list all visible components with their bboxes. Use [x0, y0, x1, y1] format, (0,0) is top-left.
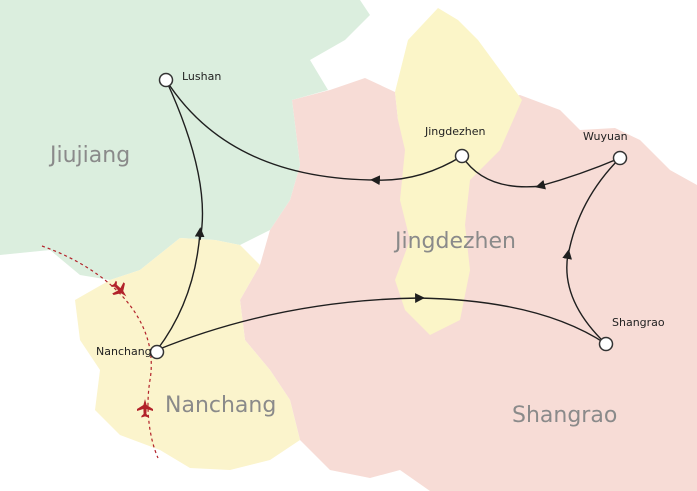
region-label-nanchang: Nanchang [165, 393, 276, 418]
region-jiujiang-area [0, 0, 370, 280]
route-nanchang-to-shangrao [156, 293, 425, 351]
flight-path [41, 245, 159, 459]
city-label-lushan: Lushan [182, 70, 221, 83]
route-wuyuan-to-jingdezhen [535, 157, 621, 190]
city-marker-jingdezhen[interactable] [454, 148, 470, 164]
city-label-wuyuan: Wuyuan [583, 130, 628, 143]
region-jingdezhen-area [395, 8, 522, 335]
city-label-nanchang: Nanchang [96, 345, 152, 358]
route-nanchang-to-shangrao-cont [417, 297, 607, 345]
route-lushan-to-nanchang-end [156, 227, 205, 351]
route-shangrao-to-wuyuan-cont [567, 157, 621, 257]
airplane-icon [110, 280, 127, 297]
route-jingdezhen-to-lushan-cont [165, 79, 379, 181]
city-marker-lushan[interactable] [158, 72, 174, 88]
city-marker-nanchang[interactable] [149, 344, 165, 360]
route-shangrao-to-wuyuan [562, 249, 607, 345]
route-jingdezhen-to-lushan [370, 155, 463, 186]
city-marker-shangrao[interactable] [598, 336, 614, 352]
airplane-icon [137, 399, 153, 418]
route-wuyuan-to-jingdezhen-cont [461, 155, 543, 188]
city-label-shangrao: Shangrao [612, 316, 665, 329]
city-label-jingdezhen: Jingdezhen [424, 125, 486, 138]
region-shangrao-area [240, 78, 697, 491]
region-label-jiujiang: Jiujiang [48, 143, 130, 168]
route-lushan-to-nanchang [165, 79, 204, 241]
city-marker-wuyuan[interactable] [612, 150, 628, 166]
region-label-shangrao: Shangrao [512, 403, 617, 428]
region-nanchang-area [75, 238, 300, 470]
region-label-jingdezhen: Jingdezhen [393, 229, 516, 254]
